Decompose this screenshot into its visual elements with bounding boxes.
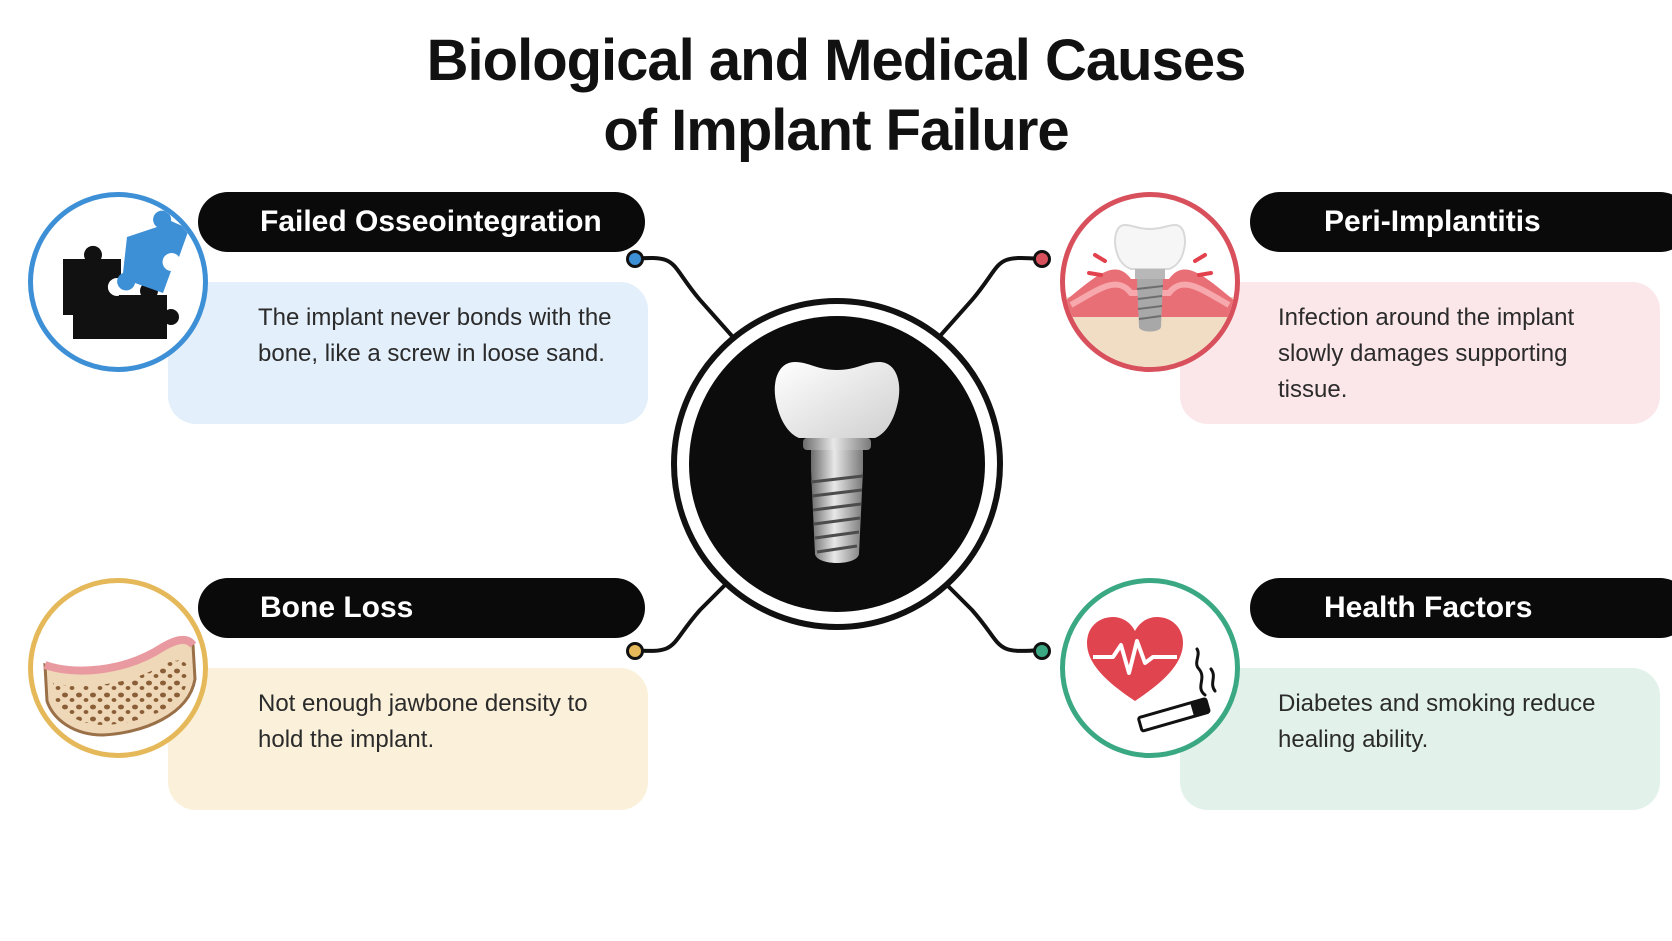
cause-icon-circle	[28, 192, 208, 372]
center-implant-disc	[671, 298, 1003, 630]
connector-dot-bottom-left	[626, 642, 644, 660]
heart-cigarette-icon	[1087, 617, 1217, 733]
cause-description: The implant never bonds with the bone, l…	[258, 304, 612, 367]
cause-description: Diabetes and smoking reduce healing abil…	[1278, 690, 1596, 753]
porous-jawbone-icon	[43, 636, 197, 737]
title-line-2: of Implant Failure	[603, 98, 1069, 163]
connector-dot-top-right	[1033, 250, 1051, 268]
cause-card-failed-osseointegration: The implant never bonds with the bone, l…	[28, 192, 648, 452]
cause-description: Not enough jawbone density to hold the i…	[258, 690, 588, 753]
cause-heading: Failed Osseointegration	[198, 192, 645, 252]
cause-icon-circle	[1060, 192, 1240, 372]
cause-card-health-factors: Diabetes and smoking reduce healing abil…	[1060, 578, 1672, 838]
page-title: Biological and Medical Causes of Implant…	[236, 26, 1436, 166]
cause-icon-circle	[28, 578, 208, 758]
connector-dot-bottom-right	[1033, 642, 1051, 660]
connector-dot-top-left	[626, 250, 644, 268]
cause-description-panel: Infection around the implant slowly dama…	[1180, 282, 1660, 424]
cause-description-panel: The implant never bonds with the bone, l…	[168, 282, 648, 424]
cause-description-panel: Diabetes and smoking reduce healing abil…	[1180, 668, 1660, 810]
cause-heading: Health Factors	[1250, 578, 1672, 638]
inflamed-gum-implant-icon	[1065, 223, 1235, 367]
cause-icon-circle	[1060, 578, 1240, 758]
cause-card-peri-implantitis: Infection around the implant slowly dama…	[1060, 192, 1672, 452]
cause-heading: Peri-Implantitis	[1250, 192, 1672, 252]
cause-heading: Bone Loss	[198, 578, 645, 638]
cause-description-panel: Not enough jawbone density to hold the i…	[168, 668, 648, 810]
dental-implant-icon	[774, 362, 900, 563]
cause-card-bone-loss: Not enough jawbone density to hold the i…	[28, 578, 648, 838]
cause-description: Infection around the implant slowly dama…	[1278, 304, 1575, 403]
puzzle-pieces-icon	[63, 210, 189, 339]
title-line-1: Biological and Medical Causes	[426, 28, 1247, 93]
